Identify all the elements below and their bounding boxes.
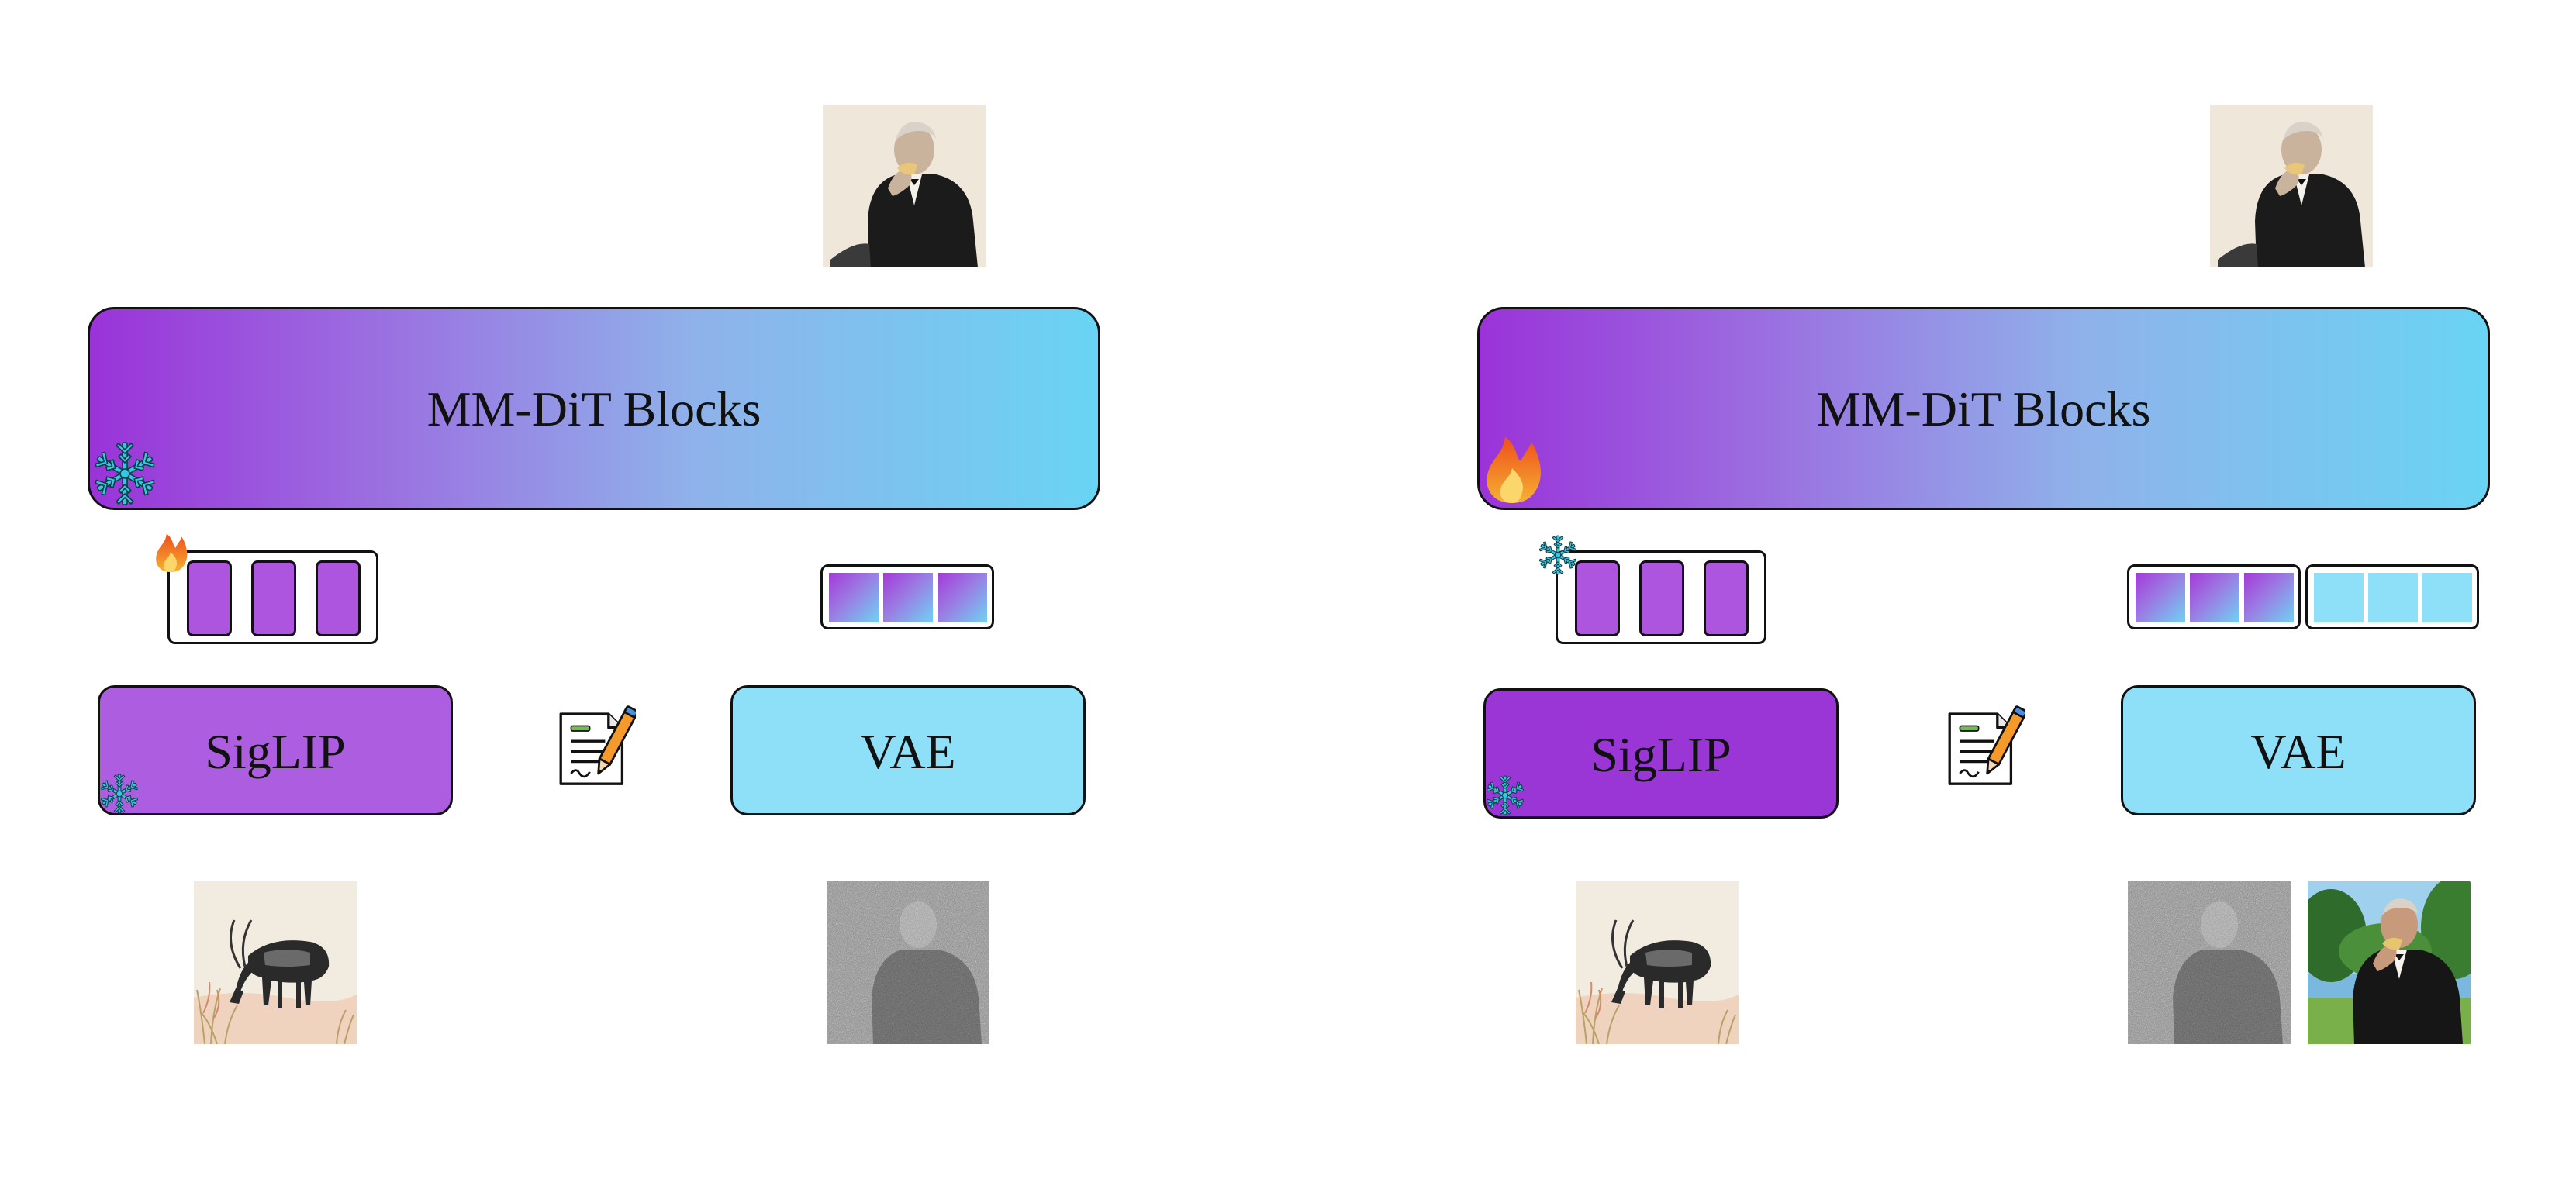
- mmdit-block: MM-DiT Blocks: [1477, 307, 2490, 510]
- vae-encoder: VAE: [2121, 685, 2476, 815]
- antelope-painting-image: [1576, 881, 1739, 1044]
- snowflake-icon: [90, 439, 160, 508]
- siglip-token: [251, 560, 296, 636]
- vae-token: [2421, 571, 2474, 624]
- mmdit-label: MM-DiT Blocks: [426, 381, 761, 436]
- vae-token: [827, 571, 880, 624]
- vae-token: [2243, 571, 2295, 624]
- siglip-token: [187, 560, 232, 636]
- vae-token: [2367, 571, 2419, 624]
- noisy-latent-image: [827, 881, 989, 1044]
- siglip-encoder: SigLIP: [98, 685, 453, 815]
- vae-token: [2134, 571, 2187, 624]
- snowflake-icon: [1536, 533, 1580, 577]
- vae-token: [2188, 571, 2241, 624]
- siglip-token: [316, 560, 361, 636]
- siglip-token-group: [167, 550, 378, 644]
- siglip-token-group: [1556, 550, 1766, 644]
- vae-label: VAE: [860, 724, 956, 779]
- vae-encoder: VAE: [730, 685, 1086, 815]
- document-pen-icon: [551, 705, 636, 791]
- siglip-token: [1575, 560, 1620, 636]
- document-pen-icon: [1939, 705, 2025, 791]
- snowflake-icon: [1483, 774, 1527, 817]
- siglip-label: SigLIP: [205, 724, 346, 779]
- output-portrait-image: [823, 105, 986, 267]
- snowflake-icon: [98, 772, 141, 815]
- fire-icon: [150, 530, 191, 574]
- siglip-token: [1704, 560, 1749, 636]
- mmdit-block: MM-DiT Blocks: [88, 307, 1100, 510]
- vae-token-group-reference: [2305, 564, 2479, 629]
- antelope-painting-image: [194, 881, 357, 1044]
- vae-token: [936, 571, 989, 624]
- mmdit-label: MM-DiT Blocks: [1816, 381, 2151, 436]
- vae-token-group: [2127, 564, 2301, 629]
- man-in-park-photo-image: [2308, 881, 2471, 1044]
- vae-token: [882, 571, 934, 624]
- siglip-label: SigLIP: [1590, 727, 1732, 782]
- siglip-encoder: SigLIP: [1483, 688, 1839, 819]
- fire-icon: [1477, 428, 1547, 508]
- vae-label: VAE: [2250, 724, 2346, 779]
- noisy-latent-image: [2128, 881, 2291, 1044]
- output-portrait-image: [2210, 105, 2373, 267]
- vae-token-group: [820, 564, 994, 629]
- panel-left: MM-DiT Blocks SigLIP VAE: [88, 105, 1100, 1044]
- panel-right: MM-DiT Blocks SigLIP VAE: [1288, 0, 2576, 1179]
- vae-token: [2312, 571, 2365, 624]
- siglip-token: [1639, 560, 1684, 636]
